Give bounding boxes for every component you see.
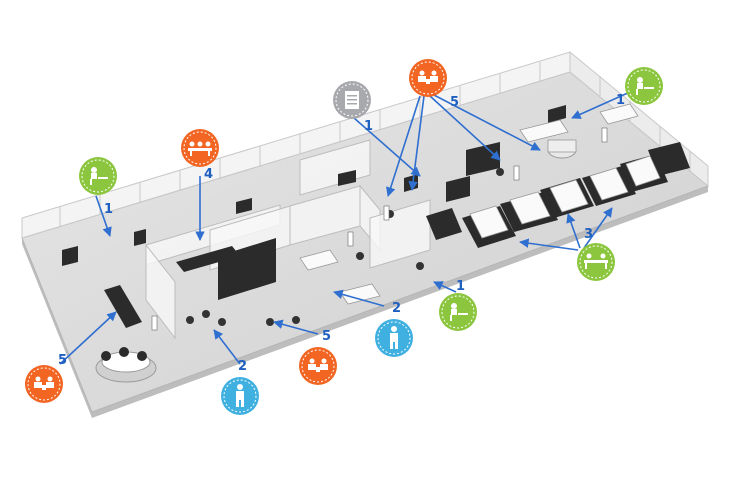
media-wall (218, 238, 276, 300)
person-at-desk-icon (450, 303, 468, 321)
callout-1-person-at-desk: 1 (79, 157, 117, 217)
callout-number: 2 (238, 359, 247, 374)
window-mullions (59, 62, 691, 226)
callout-2-meeting-table: 4 (181, 129, 219, 182)
callout-icons: 1 4 1 (25, 59, 663, 415)
callout-badge (299, 347, 337, 385)
callout-4-lounge-meeting: 5 (409, 59, 459, 110)
callout-number: 1 (616, 93, 625, 108)
white-desks (299, 103, 661, 305)
callout-9-lounge-meeting: 5 (299, 329, 337, 385)
callout-number: 5 (450, 95, 459, 110)
callout-number: 1 (456, 279, 465, 294)
callout-number-1-document: 1 (364, 119, 373, 134)
standing-person-icon (390, 326, 398, 349)
callout-badge (439, 293, 477, 331)
meeting-table (176, 246, 240, 272)
lounge-meeting-icon (418, 70, 438, 84)
callout-8-standing-person: 2 (375, 301, 413, 357)
lounge-meeting-icon (34, 376, 54, 390)
callout-number: 3 (584, 227, 593, 242)
callout-number: 1 (104, 202, 113, 217)
standing-person-icon (236, 384, 244, 407)
callout-badge (625, 67, 663, 105)
callout-6-two-desks: 3 (577, 227, 615, 281)
two-desks-icon (584, 253, 608, 269)
meeting-table-icon (188, 141, 212, 156)
callout-badge (79, 157, 117, 195)
person-at-desk-icon (90, 167, 108, 185)
callout-badge (25, 365, 63, 403)
callout-number: 5 (58, 353, 67, 368)
callout-badge (409, 59, 447, 97)
callout-11-lounge-meeting: 5 (25, 353, 67, 403)
left-rooms (145, 139, 431, 340)
callout-5-person-at-desk: 1 (616, 67, 663, 108)
people (151, 127, 608, 331)
callout-10-standing-person: 2 (221, 359, 259, 415)
callout-number: 2 (392, 301, 401, 316)
callout-number: 4 (204, 167, 213, 182)
lounge-meeting-icon (308, 358, 328, 372)
chairs (186, 168, 504, 326)
round-lounge (95, 347, 157, 383)
document-icon (345, 91, 359, 109)
callout-arrows (59, 91, 631, 365)
reception-desk (104, 285, 142, 328)
callout-3-document (333, 81, 371, 119)
callout-7-person-at-desk: 1 (439, 279, 477, 331)
callout-number: 5 (322, 329, 331, 344)
person-at-desk-icon (636, 77, 654, 95)
